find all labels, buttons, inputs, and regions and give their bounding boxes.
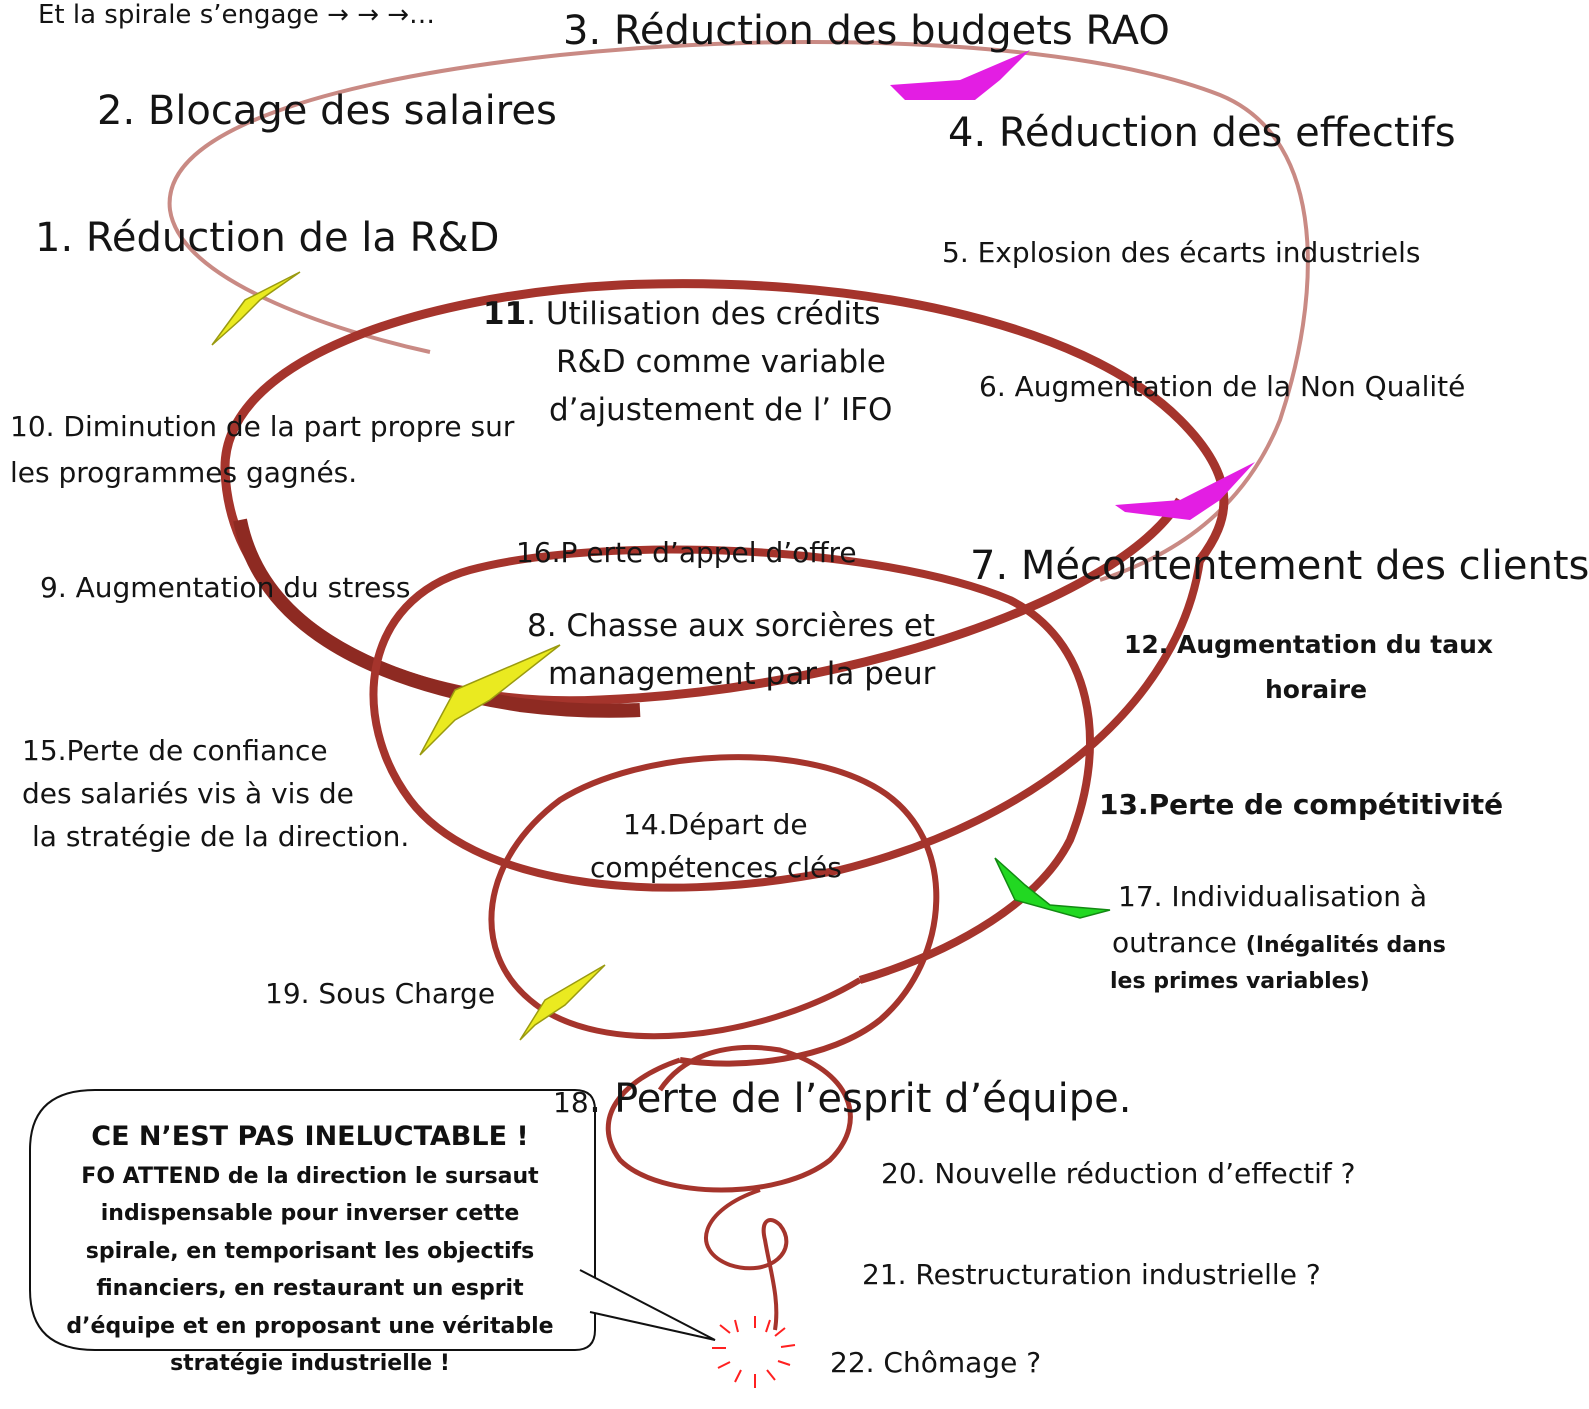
step-22: 22. Chômage ? (830, 1346, 1042, 1379)
step-19: 19. Sous Charge (265, 977, 496, 1010)
spiral-heavy-arc (233, 518, 641, 718)
step-14-line1: 14.Départ de (623, 808, 808, 841)
step-2: 2. Blocage des salaires (97, 88, 557, 134)
spiral-fourth-loop (488, 754, 940, 1067)
step-15-line3: la stratégie de la direction. (32, 820, 410, 853)
step-4: 4. Réduction des effectifs (948, 110, 1456, 156)
spiral-fifth-loop (605, 1044, 853, 1193)
spiral-third-loop (369, 545, 1204, 984)
step-18-text: . Perte de l’esprit d’équipe. (588, 1076, 1132, 1122)
spiral-sixth-loop (704, 1188, 789, 1331)
step-10-line2: les programmes gagnés. (10, 456, 358, 489)
step-7: 7. Mécontentement des clients (970, 543, 1589, 589)
callout-text: CE N’EST PAS INELUCTABLE ! FO ATTEND de … (40, 1118, 580, 1383)
step-18: 18. Perte de l’esprit d’équipe. (553, 1076, 1131, 1122)
callout-line-3: spirale, en temporisant les objectifs (85, 1238, 535, 1264)
step-11-number: 11 (483, 296, 527, 332)
step-11-text-1: . Utilisation des crédits (526, 296, 881, 332)
step-8-line2: management par la peur (548, 656, 936, 692)
step-11-line1: 11. Utilisation des crédits (483, 296, 880, 332)
step-14-line2: compétences clés (590, 851, 842, 884)
step-20: 20. Nouvelle réduction d’effectif ? (881, 1157, 1356, 1190)
step-13: 13.Perte de compétitivité (1099, 788, 1503, 821)
spiral-second-loop (220, 279, 1229, 706)
step-13-number: 13. (1099, 788, 1149, 821)
step-21: 21. Restructuration industrielle ? (862, 1258, 1321, 1291)
callout-line-5: d’équipe et en proposant une véritable (66, 1313, 554, 1339)
step-12-text-1: Augmentation du taux (1177, 630, 1494, 659)
boomerang-yellow-bottom (519, 964, 606, 1041)
step-18-number: 18 (553, 1086, 589, 1119)
intro-text: Et la spirale s’engage → → →… (38, 0, 436, 30)
step-17-line3: les primes variables) (1110, 969, 1370, 994)
step-12-line2: horaire (1265, 675, 1368, 704)
step-17-text-b: (Inégalités dans (1245, 933, 1446, 958)
step-17-line1: 17. Individualisation à (1118, 880, 1428, 913)
boomerang-yellow-top (211, 271, 301, 346)
step-17-text-a: outrance (1112, 926, 1246, 959)
callout-line-2: indispensable pour inverser cette (100, 1201, 520, 1226)
step-11-line3: d’ajustement de l’ IFO (549, 392, 893, 428)
callout-bubble (29, 1089, 596, 1351)
step-10-line1: 10. Diminution de la part propre sur (10, 410, 515, 443)
step-12-number: 12. (1124, 630, 1177, 659)
step-1: 1. Réduction de la R&D (35, 215, 500, 261)
step-11-line2: R&D comme variable (556, 344, 886, 380)
boomerang-yellow-middle (419, 644, 561, 756)
step-8-line1: 8. Chasse aux sorcières et (527, 608, 936, 644)
boomerang-magenta-right (1115, 462, 1255, 520)
step-12-line1: 12. Augmentation du taux (1124, 630, 1493, 659)
spiral-artwork (29, 40, 1310, 1388)
step-9: 9. Augmentation du stress (40, 571, 411, 604)
spiral-outer-loop (167, 40, 1310, 582)
callout-line-1: FO ATTEND de la direction le sursaut (81, 1163, 539, 1189)
step-6: 6. Augmentation de la Non Qualité (979, 370, 1466, 403)
callout-line-4: financiers, en restaurant un esprit (96, 1276, 524, 1301)
callout-title: CE N’EST PAS INELUCTABLE ! (91, 1121, 529, 1152)
explosion-burst-icon (712, 1316, 796, 1388)
boomerang-magenta-top (890, 50, 1030, 100)
step-13-text: Perte de compétitivité (1148, 788, 1504, 821)
callout-line-6: stratégie industrielle ! (170, 1351, 450, 1376)
callout-pointer (579, 1269, 716, 1341)
boomerang-green (994, 857, 1111, 919)
step-16: 16.P erte d’appel d’offre (516, 536, 857, 569)
step-15-line2: des salariés vis à vis de (22, 777, 354, 810)
step-15-line1: 15.Perte de confiance (22, 734, 328, 767)
step-17-line2: outrance (Inégalités dans (1112, 926, 1446, 959)
spiral-diagram: Et la spirale s’engage → → →… 3. Réducti… (10, 0, 1589, 1388)
step-5: 5. Explosion des écarts industriels (942, 236, 1421, 269)
step-3: 3. Réduction des budgets RAO (563, 8, 1170, 54)
